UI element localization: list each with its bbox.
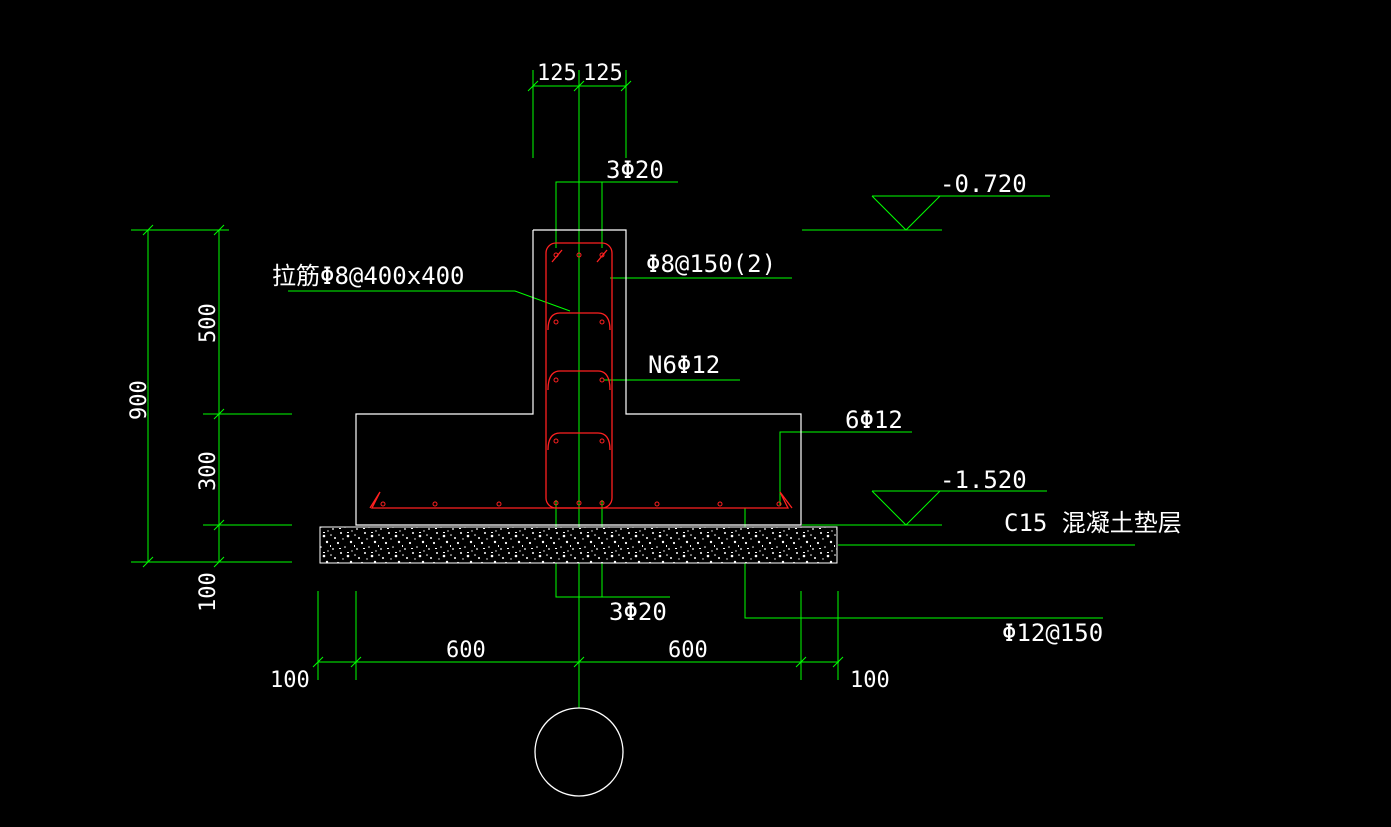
elevation-labels: -0.720 -1.520 C15 混凝土垫层 [940,170,1182,537]
dim-top-right: 125 [583,61,623,86]
label-tie: 拉筋Φ8@400x400 [272,262,465,290]
dim-left-width: 600 [446,638,486,663]
dim-base-height: 300 [196,451,221,491]
elevation-top: -0.720 [940,170,1027,198]
footing-outline [355,229,802,526]
concrete-cushion [319,526,838,564]
label-base-bars: Φ12@150 [1002,619,1103,647]
label-top-bars: 3Φ20 [606,156,664,184]
dim-stem-height: 500 [196,303,221,343]
dimension-labels: 125 125 900 500 300 100 600 600 100 100 [127,61,890,693]
dim-right-offset: 100 [850,668,890,693]
dim-left-offset: 100 [270,668,310,693]
axis-circle [534,707,624,797]
dim-top-left: 125 [537,61,577,86]
rebar-labels: 3Φ20 拉筋Φ8@400x400 Φ8@150(2) N6Φ12 6Φ12 3… [272,156,1103,647]
label-six-bars: 6Φ12 [845,406,903,434]
dim-pad-height: 100 [196,572,221,612]
rebar-group [369,242,793,509]
label-bottom-bars: 3Φ20 [609,598,667,626]
dim-total-height: 900 [127,380,152,420]
dimension-lines [131,70,1135,708]
label-stirrup: Φ8@150(2) [646,250,776,278]
dim-right-width: 600 [668,638,708,663]
elevation-bottom: -1.520 [940,466,1027,494]
cushion-label: C15 混凝土垫层 [1004,509,1182,537]
rebar-bars [380,252,782,507]
label-n6: N6Φ12 [648,351,720,379]
